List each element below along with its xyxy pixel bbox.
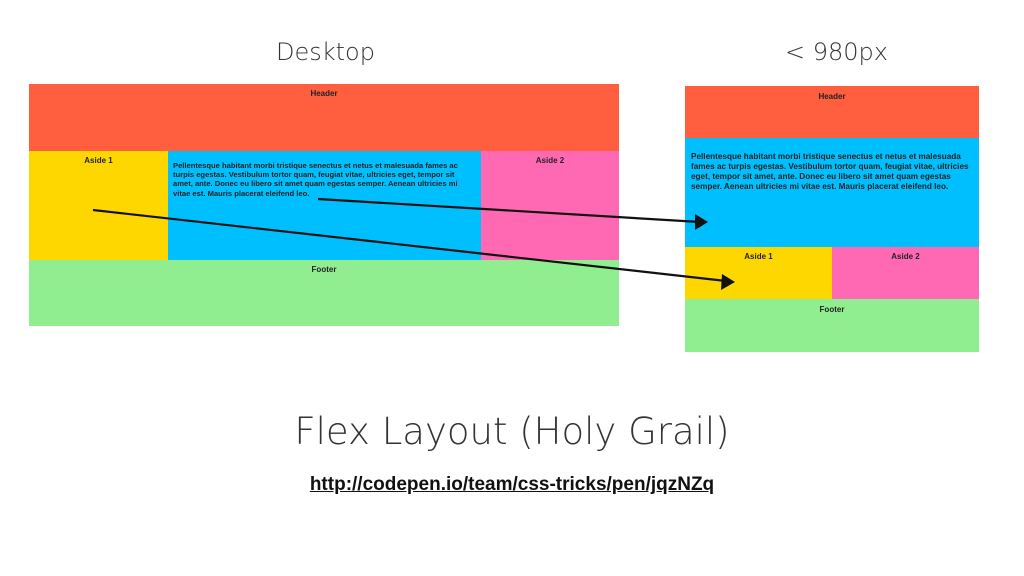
- mobile-header-label: Header: [818, 92, 846, 101]
- desktop-header-label: Header: [310, 89, 338, 98]
- aside-mapping-arrow: [92, 208, 727, 283]
- mobile-title: < 980px: [785, 38, 888, 66]
- mobile-footer-label: Footer: [819, 305, 845, 314]
- desktop-main: Pellentesque habitant morbi tristique se…: [168, 151, 481, 260]
- desktop-aside2-label: Aside 2: [535, 156, 565, 165]
- desktop-footer: Footer: [29, 260, 619, 326]
- desktop-main-text: Pellentesque habitant morbi tristique se…: [173, 161, 458, 198]
- main-mapping-arrow: [317, 197, 701, 224]
- mobile-main-text: Pellentesque habitant morbi tristique se…: [691, 152, 969, 191]
- desktop-header: Header: [29, 84, 619, 151]
- mobile-aside1-label: Aside 1: [744, 252, 773, 261]
- mobile-aside2: Aside 2: [832, 247, 979, 299]
- mobile-main: Pellentesque habitant morbi tristique se…: [685, 138, 979, 247]
- mobile-aside2-label: Aside 2: [891, 252, 920, 261]
- desktop-aside2: Aside 2: [481, 151, 619, 260]
- desktop-aside1-label: Aside 1: [84, 156, 113, 165]
- slide-title: Flex Layout (Holy Grail): [294, 410, 730, 453]
- desktop-title: Desktop: [276, 38, 375, 66]
- aside-arrowhead-icon: [721, 274, 735, 290]
- main-arrowhead-icon: [695, 214, 708, 230]
- codepen-link[interactable]: http://codepen.io/team/css-tricks/pen/jq…: [309, 474, 715, 495]
- desktop-aside1: Aside 1: [29, 151, 168, 260]
- mobile-aside1: Aside 1: [685, 247, 832, 299]
- mobile-footer: Footer: [685, 299, 979, 352]
- mobile-header: Header: [685, 86, 979, 138]
- desktop-footer-label: Footer: [311, 265, 337, 274]
